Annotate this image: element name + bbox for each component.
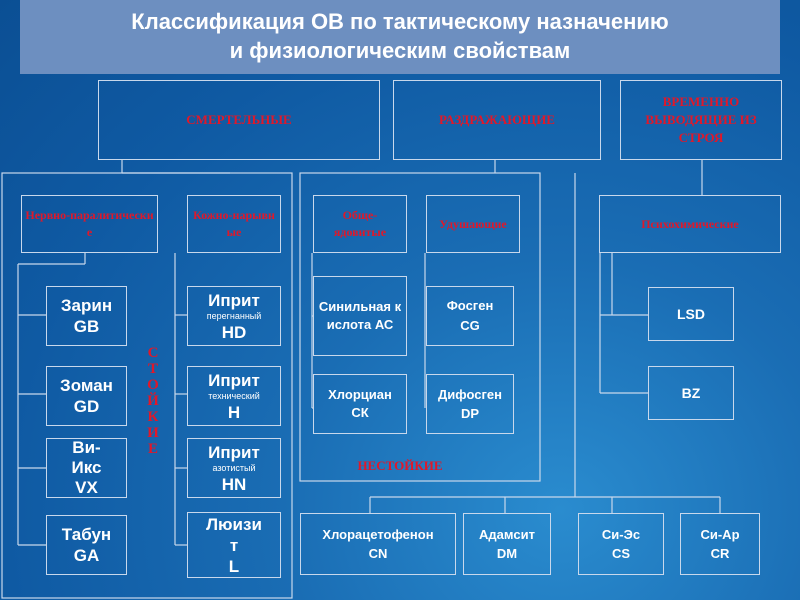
agent-h-name: Иприт: [208, 370, 260, 390]
label-persistent: СТОЙКИЕ: [145, 345, 161, 457]
agent-dp-code: DP: [460, 406, 480, 421]
agent-cr-name: Си-Ар: [700, 527, 740, 542]
agent-cr: Си-Ар CR: [680, 513, 760, 575]
agent-dm-code: DM: [496, 546, 518, 561]
subcategory-psycho-label: Психохимические: [641, 216, 739, 231]
agent-diphosgene: Дифосген DP: [426, 374, 514, 434]
subcategory-general-poison: Обще-ядовитые: [313, 195, 407, 253]
agent-lewisite: Люизит L: [187, 512, 281, 578]
agent-hd-code: HD: [221, 322, 247, 342]
agent-ck-label: Хлорциан СК: [328, 387, 392, 420]
agent-cn-name: Хлорацетофенон: [322, 527, 434, 542]
subcategory-choking: Удушающие: [426, 195, 520, 253]
agent-hd-name: Иприт: [208, 290, 260, 310]
title-line-2: и физиологическим свойствам: [229, 38, 571, 63]
agent-mustard-nitrogen: Иприт азотистый HN: [187, 438, 281, 498]
agent-ac-label: Синильная кислота АС: [318, 299, 402, 332]
agent-hn-desc: азотистый: [212, 462, 256, 473]
agent-soman: Зоман GD: [46, 366, 127, 426]
label-nonpersistent: НЕСТОЙКИЕ: [357, 458, 443, 473]
agent-hn-code: HN: [221, 474, 247, 494]
agent-tabun-code: GA: [73, 546, 100, 565]
subcategory-choking-label: Удушающие: [439, 216, 507, 231]
category-deadly-label: СМЕРТЕЛЬНЫЕ: [186, 112, 292, 127]
category-temporary-label: ВРЕМЕННО ВЫВОДЯЩИЕ ИЗ СТРОЯ: [645, 94, 757, 145]
agent-cs-name: Си-Эс: [601, 527, 641, 542]
agent-bz-label: BZ: [681, 385, 701, 401]
agent-mustard-distilled: Иприт перегнанный HD: [187, 286, 281, 346]
agent-sarin: Зарин GB: [46, 286, 127, 346]
agent-hydrogen-cyanide: Синильная кислота АС: [313, 276, 407, 356]
agent-cs: Си-Эс CS: [578, 513, 664, 575]
agent-hd-desc: перегнанный: [206, 310, 262, 321]
subcategory-nerve-label: Нервно-паралитические: [25, 208, 154, 239]
agent-dm-name: Адамсит: [479, 527, 535, 542]
agent-vx-code: VX: [75, 478, 98, 497]
subcategory-general-label: Обще-ядовитые: [333, 208, 387, 239]
agent-sarin-code: GB: [73, 317, 100, 336]
agent-vx: Ви- Икс VX: [46, 438, 127, 498]
agent-sarin-name: Зарин: [60, 296, 113, 315]
agent-cg-code: CG: [460, 318, 480, 333]
agent-cr-code: CR: [710, 546, 730, 561]
agent-lsd: LSD: [648, 287, 734, 341]
category-irritating: РАЗДРАЖАЮЩИЕ: [393, 80, 601, 160]
category-irritating-label: РАЗДРАЖАЮЩИЕ: [439, 112, 555, 127]
subcategory-blister-label: Кожно-нарывные: [193, 208, 275, 239]
agent-adamsite: Адамсит DM: [463, 513, 551, 575]
agent-cn-code: CN: [368, 546, 388, 561]
agent-soman-code: GD: [73, 397, 100, 416]
agent-soman-name: Зоман: [60, 376, 113, 395]
agent-lsd-label: LSD: [677, 306, 705, 322]
subcategory-blister: Кожно-нарывные: [187, 195, 281, 253]
agent-vx-line1: Ви-: [72, 438, 101, 457]
agent-hn-name: Иприт: [208, 442, 260, 462]
agent-h-code: H: [227, 402, 241, 422]
subcategory-psycho: Психохимические: [599, 195, 781, 253]
agent-cg-name: Фосген: [446, 298, 494, 313]
agent-lewisite-code: L: [228, 556, 240, 576]
agent-tabun-name: Табун: [61, 525, 112, 544]
label-persistent-text: СТОЙКИЕ: [147, 345, 159, 457]
subcategory-nerve: Нервно-паралитические: [21, 195, 158, 253]
title-line-1: Классификация ОВ по тактическому назначе…: [131, 9, 669, 34]
agent-mustard-technical: Иприт технический H: [187, 366, 281, 426]
agent-chloroacetophenone: Хлорацетофенон CN: [300, 513, 456, 575]
category-deadly: СМЕРТЕЛЬНЫЕ: [98, 80, 380, 160]
agent-vx-line2: Икс: [71, 458, 102, 477]
agent-phosgene: Фосген CG: [426, 286, 514, 346]
agent-tabun: Табун GA: [46, 515, 127, 575]
agent-lewisite-name: Люизит: [206, 514, 262, 555]
agent-h-desc: технический: [208, 390, 260, 401]
agent-bz: BZ: [648, 366, 734, 420]
agent-cs-code: CS: [611, 546, 631, 561]
agent-dp-name: Дифосген: [438, 387, 502, 402]
agent-cyanogen-chloride: Хлорциан СК: [313, 374, 407, 434]
page-title: Классификация ОВ по тактическому назначе…: [20, 0, 780, 74]
category-temporary: ВРЕМЕННО ВЫВОДЯЩИЕ ИЗ СТРОЯ: [620, 80, 782, 160]
